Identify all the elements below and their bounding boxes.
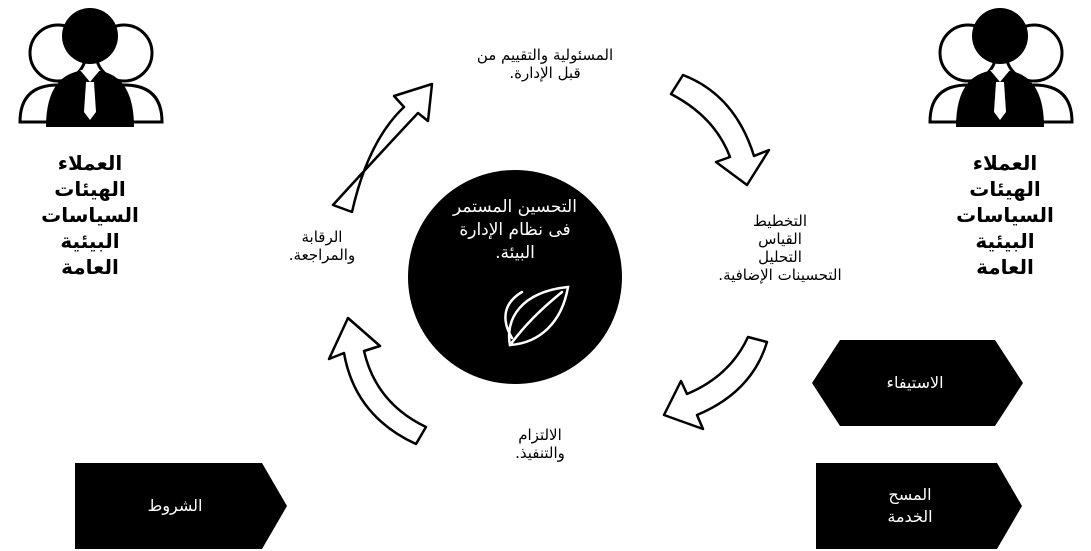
right-stakeholders-list: العملاء الهيئات السياسات البيئية العامة: [935, 150, 1075, 280]
survey-tag-line: المسح: [888, 485, 932, 504]
center-title-line: فى نظام الإدارة: [459, 220, 571, 240]
stage-label-line: قبل الإدارة.: [509, 64, 581, 82]
left-stakeholder-line: البيئية: [60, 229, 120, 253]
conditions-tag-label: الشروط: [100, 495, 250, 517]
people-group-icon-left: [18, 8, 164, 127]
cycle-arrow-top-right: [669, 73, 771, 187]
cycle-arrow-bottom-right: [662, 335, 769, 431]
survey-tag-label: المسح الخدمة: [830, 484, 990, 528]
cycle-arrow-top-left: [331, 82, 434, 214]
left-stakeholder-line: العامة: [61, 255, 119, 279]
stage-label-line: والتنفيذ.: [515, 444, 565, 462]
center-title-line: البيئة.: [495, 243, 535, 263]
stage-label-line: المسئولية والتقييم من: [476, 46, 614, 64]
stage-label-line: التحسينات الإضافية.: [718, 266, 842, 284]
people-group-icon-right: [928, 8, 1074, 127]
right-stakeholder-line: العامة: [976, 255, 1034, 279]
stage-label-right: التخطيط القياس التحليل التحسينات الإضافي…: [690, 212, 870, 284]
right-stakeholder-line: البيئية: [975, 229, 1035, 253]
leaf-icon: [504, 285, 570, 347]
survey-tag-line: الخدمة: [887, 507, 933, 526]
stage-label-left: الرقابة والمراجعة.: [262, 228, 382, 264]
center-circle: [408, 170, 622, 384]
center-title-line: التحسين المستمر: [453, 197, 577, 217]
stage-label-line: الالتزام: [518, 426, 562, 444]
center-title: التحسين المستمر فى نظام الإدارة البيئة.: [425, 196, 605, 265]
left-stakeholder-line: السياسات: [41, 203, 139, 227]
fulfillment-tag-text: الاستيفاء: [886, 373, 944, 392]
left-stakeholders-list: العملاء الهيئات السياسات البيئية العامة: [20, 150, 160, 280]
conditions-tag-text: الشروط: [147, 496, 203, 515]
stage-label-bottom: الالتزام والتنفيذ.: [480, 426, 600, 462]
stage-label-line: التحليل: [758, 248, 802, 266]
stage-label-line: الرقابة: [301, 228, 343, 246]
survey-tag-shape: [816, 463, 1022, 549]
fulfillment-tag-shape: [812, 340, 1023, 426]
fulfillment-tag-label: الاستيفاء: [835, 372, 995, 394]
right-stakeholder-line: السياسات: [956, 203, 1054, 227]
stage-label-line: التخطيط: [752, 212, 808, 230]
stage-label-line: القياس: [758, 230, 802, 248]
right-stakeholder-line: الهيئات: [969, 177, 1041, 201]
left-stakeholder-line: العملاء: [57, 151, 123, 175]
right-stakeholder-line: العملاء: [972, 151, 1038, 175]
stage-label-top: المسئولية والتقييم من قبل الإدارة.: [440, 46, 650, 82]
left-stakeholder-line: الهيئات: [54, 177, 126, 201]
cycle-arrow-bottom-left: [327, 316, 428, 446]
conditions-tag-shape: [75, 463, 287, 549]
stage-label-line: والمراجعة.: [288, 246, 356, 264]
